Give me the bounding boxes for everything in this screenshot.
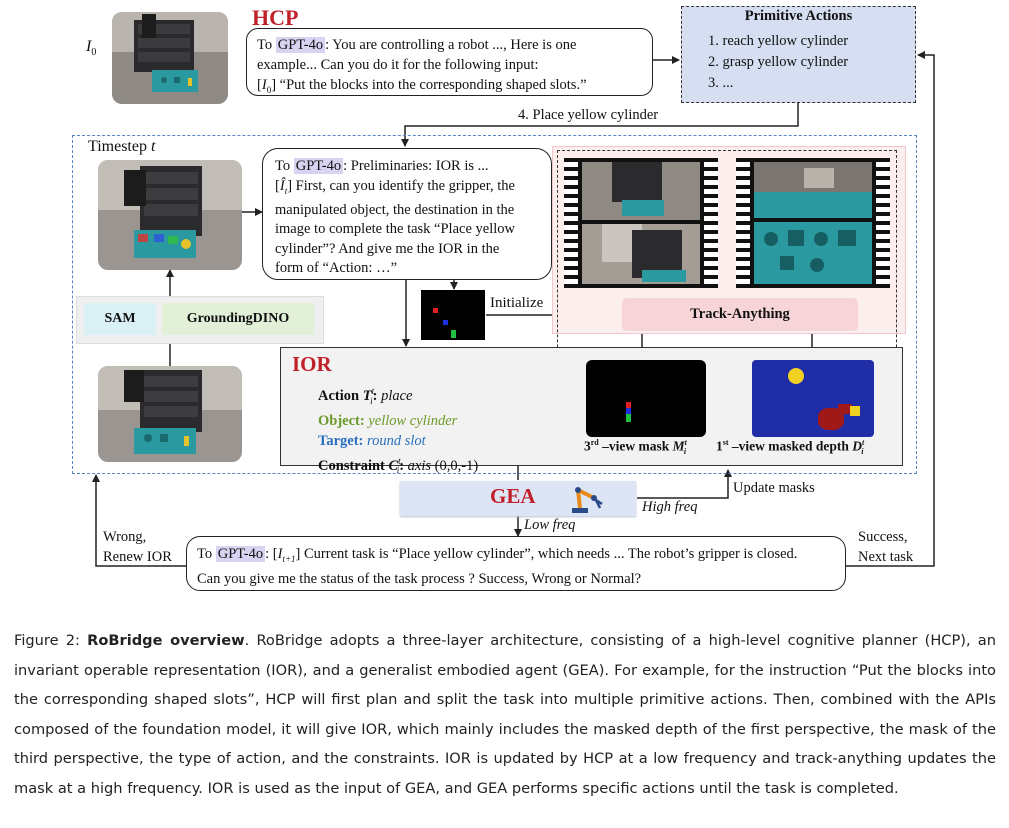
ior-prompt-line: form of “Action: …” [275,260,398,277]
sam-label: SAM [84,303,156,335]
ior-prompt-box: To GPT-4o: Preliminaries: IOR is ... [Ît… [262,148,552,280]
ior-prompt-line: image to complete the task “Place yellow [275,221,515,238]
low-freq-label: Low freq [524,517,576,533]
gpt-tag: GPT-4o [293,158,344,174]
timestep-label: Timestep t [88,138,156,155]
third-view-mask-label: 3rd –view mask Mti [584,438,687,457]
film-strip-third-view [564,158,718,288]
ior-action-row: Action Tti: place [318,386,413,406]
initial-mask-thumbnail [421,290,485,340]
hcp-prompt-line1: To GPT-4o: You are controlling a robot .… [257,37,577,53]
hcp-prompt-line2: example... Can you do it for the followi… [257,57,539,73]
gpt-tag: GPT-4o [215,546,266,562]
track-anything-label: Track-Anything [622,298,858,331]
third-view-mask [586,360,706,437]
update-masks-label: Update masks [733,480,815,496]
high-freq-label: High freq [642,499,698,515]
ior-prompt-line: cylinder”? And give me the IOR in the [275,240,500,257]
initialize-label: Initialize [490,295,544,311]
film-strip-first-view [736,158,890,288]
robot-photo-timestep [98,160,242,270]
primitive-action-item: 2. grasp yellow cylinder [708,54,849,70]
status-prompt-line2: Can you give me the status of the task p… [197,570,642,587]
primitive-action-item: 3. ... [708,75,734,91]
success-label: Success,Next task [858,529,914,565]
ior-title: IOR [292,352,332,376]
ior-target-row: Target: round slot [318,432,426,449]
primitive-actions-box: Primitive Actions 1. reach yellow cylind… [681,6,916,103]
gpt-tag: GPT-4o [275,37,326,53]
primitive-action-item: 1. reach yellow cylinder [708,33,849,49]
first-view-depth-label: 1st –view masked depth Dti [716,438,865,457]
robot-photo-initial [112,12,228,104]
wrong-label: Wrong,Renew IOR [103,529,172,565]
robot-photo-next [98,366,242,462]
hcp-title: HCP [252,5,299,30]
ior-prompt-line: manipulated object, the destination in t… [275,201,515,218]
ior-prompt-line: To GPT-4o: Preliminaries: IOR is ... [275,158,489,174]
ior-constraint-row: Constraint Cti: axis (0,0,-1) [318,455,479,476]
groundingdino-label: GroundingDINO [162,303,314,335]
gea-title: GEA [490,484,536,508]
status-prompt-line1: To GPT-4o: [It+1] Current task is “Place… [197,546,798,564]
timestep-region [72,135,917,474]
hcp-prompt-box: To GPT-4o: You are controlling a robot .… [246,28,653,96]
status-prompt-box: To GPT-4o: [It+1] Current task is “Place… [186,536,846,591]
primitive-actions-title: Primitive Actions [744,8,853,24]
place-arrow-label: 4. Place yellow cylinder [518,107,659,123]
robot-arm-icon [572,487,603,513]
ior-prompt-line: [Ît] First, can you identify the gripper… [275,177,515,196]
figure-caption: Figure 2: RoBridge overview. RoBridge ad… [14,632,996,797]
hcp-prompt-line3: [I0] “Put the blocks into the correspond… [257,77,587,95]
image-label-i0: I0 [86,38,97,59]
first-view-masked-depth [752,360,874,437]
ior-object-row: Object: yellow cylinder [318,412,458,429]
